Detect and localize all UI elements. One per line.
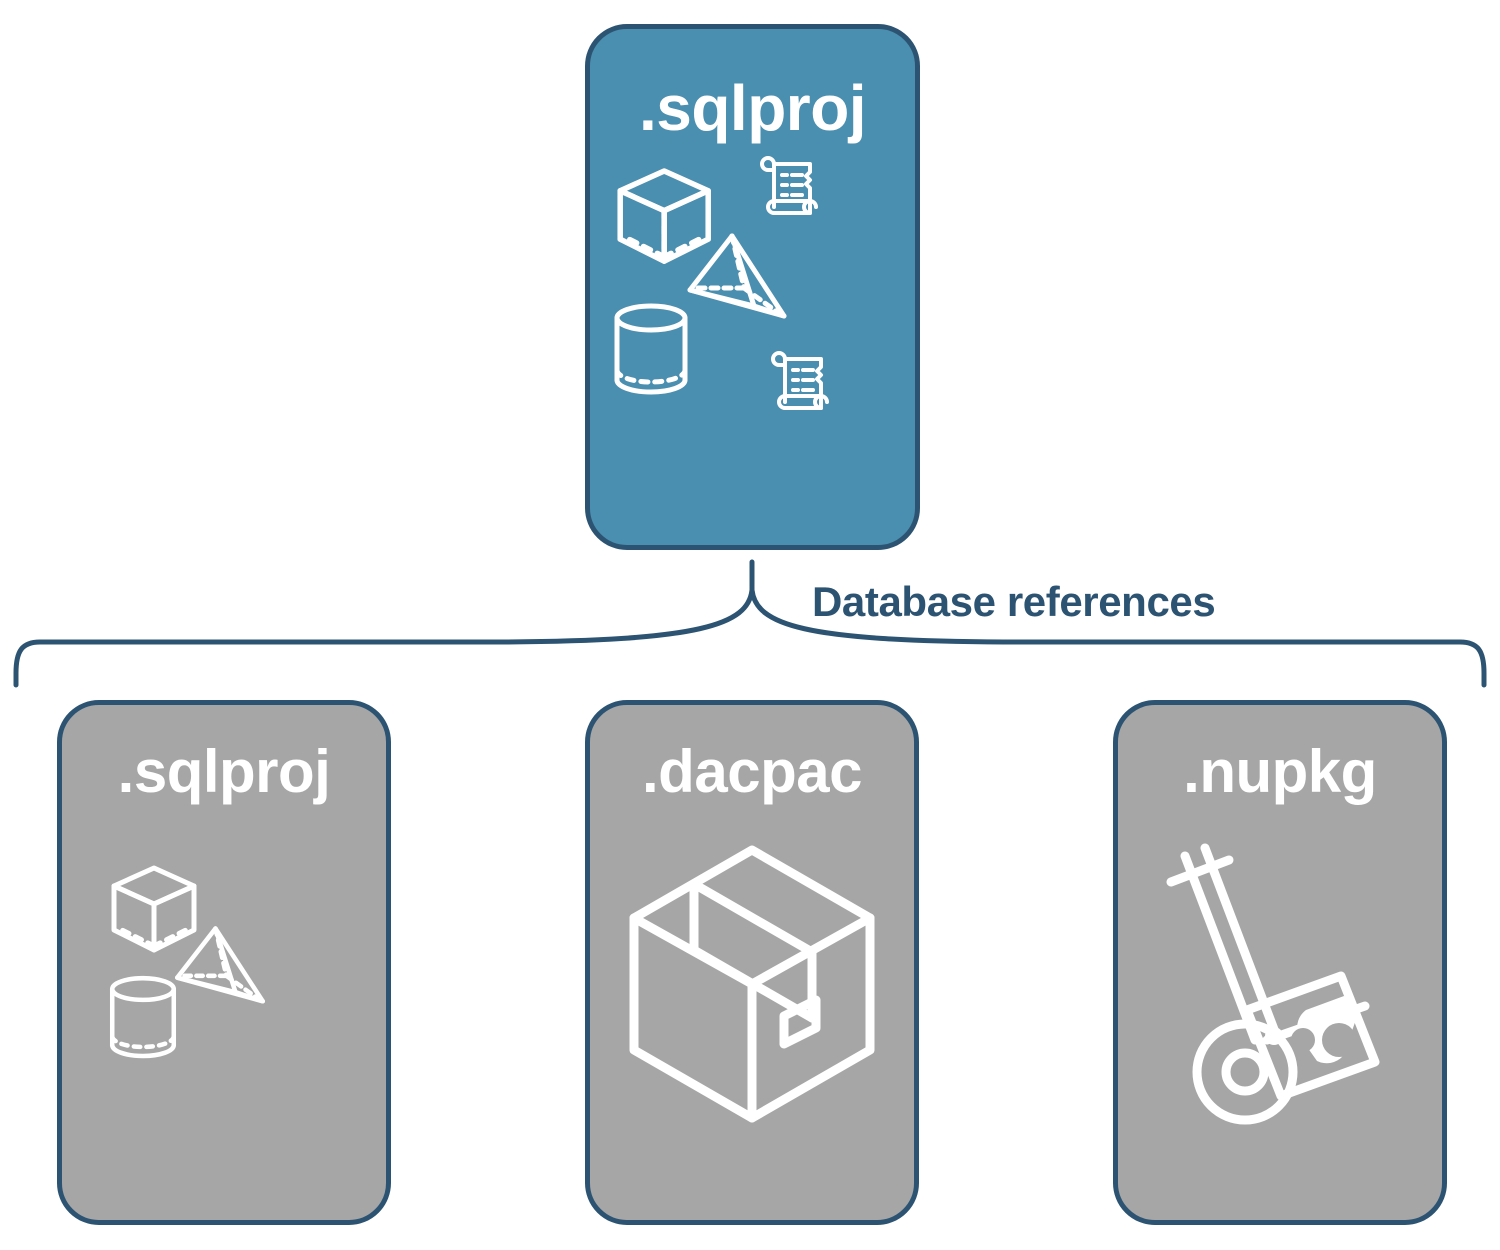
- node-card-ref-sqlproj[interactable]: .sqlproj: [57, 700, 391, 1225]
- cube-wireframe-icon: [111, 865, 197, 953]
- package-box-icon: [629, 845, 875, 1123]
- hand-truck-package-icon: [1166, 843, 1380, 1125]
- card-title: .nupkg: [1183, 738, 1377, 805]
- cylinder-wireframe-icon: [614, 303, 688, 395]
- card-title: .sqlproj: [638, 72, 867, 144]
- brace-connector: [13, 559, 1487, 688]
- ref-dacpac-icon-group: [585, 806, 919, 1186]
- node-card-root-sqlproj[interactable]: .sqlproj: [585, 24, 920, 550]
- root-icon-group: [585, 150, 920, 450]
- connector-label: Database references: [812, 578, 1216, 625]
- cube-wireframe-icon: [617, 168, 711, 264]
- ref-nupkg-icon-group: [1113, 806, 1447, 1186]
- card-title: .dacpac: [642, 738, 862, 805]
- ref-sqlproj-icon-group: [57, 806, 391, 1186]
- card-title: .sqlproj: [117, 738, 331, 805]
- cylinder-wireframe-icon: [109, 975, 177, 1059]
- node-card-ref-nupkg[interactable]: .nupkg: [1113, 700, 1447, 1225]
- scroll-script-icon: [760, 156, 818, 215]
- scroll-script-icon: [771, 351, 829, 410]
- pyramid-wireframe-icon: [175, 926, 265, 1004]
- pyramid-wireframe-icon: [687, 233, 787, 319]
- node-card-ref-dacpac[interactable]: .dacpac: [585, 700, 919, 1225]
